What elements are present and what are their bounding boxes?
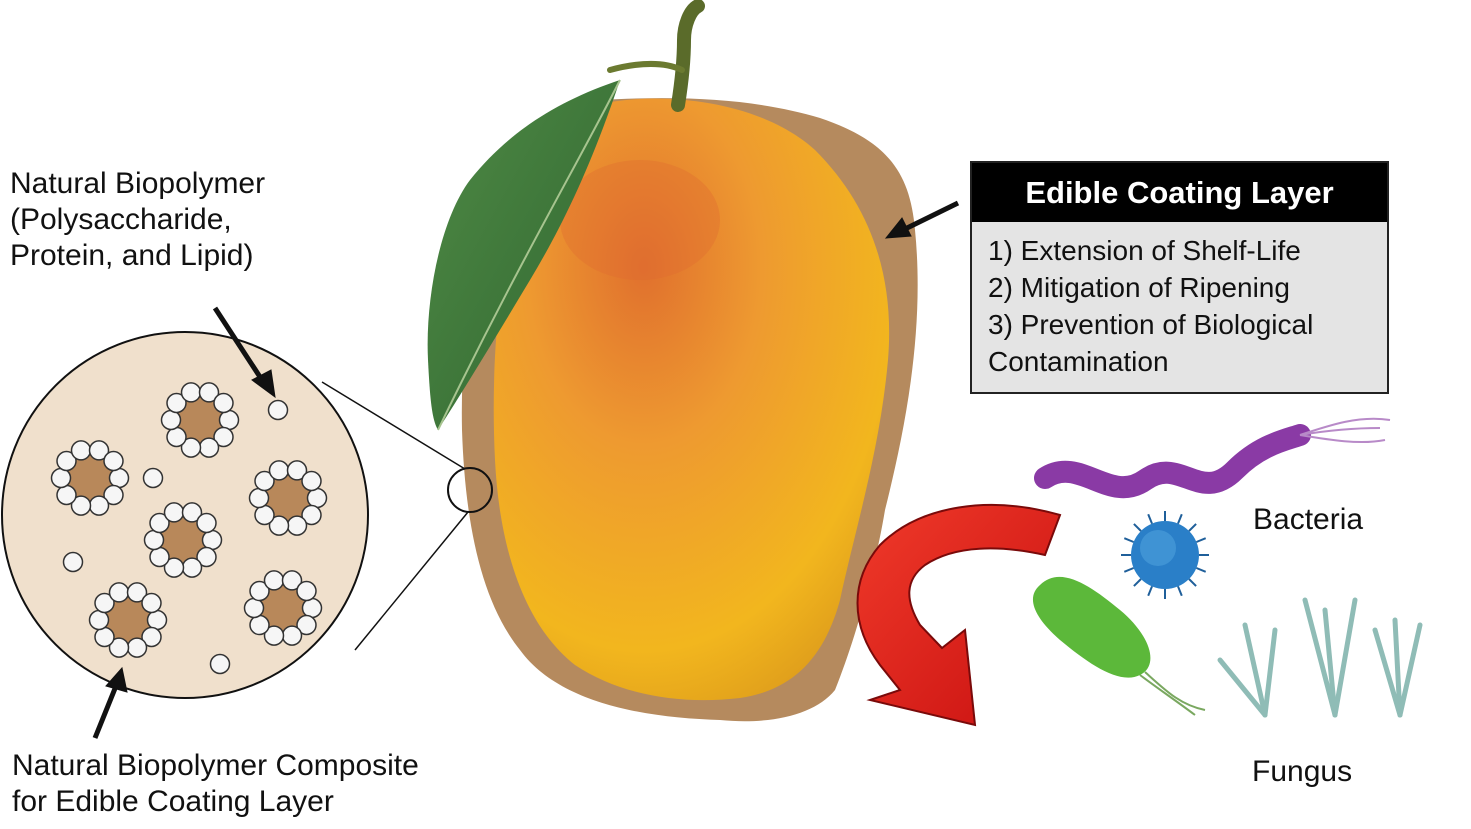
cluster-particle xyxy=(166,426,187,448)
cluster-particle xyxy=(149,546,170,568)
mango-stem xyxy=(671,0,705,112)
cluster-particle xyxy=(143,529,165,551)
coating-benefit-3: 3) Prevention of Biological xyxy=(988,309,1314,340)
cluster-particle xyxy=(181,557,203,578)
cluster-particle xyxy=(249,580,270,602)
cluster-particle xyxy=(301,597,323,619)
cluster-particle xyxy=(196,546,217,568)
cluster-particle xyxy=(281,625,303,646)
cluster-core xyxy=(159,516,207,564)
cluster-particle xyxy=(198,382,220,403)
mango-leaf xyxy=(427,80,620,430)
cluster-particle xyxy=(296,580,317,602)
composite-label-line-1: Natural Biopolymer Composite xyxy=(12,749,419,782)
cluster-core xyxy=(104,596,152,644)
coating-info-box: Edible Coating Layer 1) Extension of She… xyxy=(970,161,1389,394)
cluster-particle xyxy=(149,512,170,534)
bacteria-purple-icon xyxy=(1034,417,1391,498)
cluster-particle xyxy=(88,440,110,461)
cluster-particle xyxy=(243,597,265,619)
cluster-particle xyxy=(281,570,303,591)
cluster-particle xyxy=(249,614,270,636)
cluster-particle xyxy=(88,609,110,631)
cluster-particle xyxy=(301,504,322,526)
pointer-arrows xyxy=(92,200,960,739)
biopolymer-label-line-2: (Polysaccharide, xyxy=(10,203,232,236)
cluster-particle xyxy=(213,426,234,448)
mango-fruit xyxy=(493,98,890,701)
free-particle xyxy=(209,653,231,675)
cluster-particle xyxy=(94,626,115,648)
cluster-particle xyxy=(141,592,162,614)
biopolymer-label: Natural Biopolymer (Polysaccharide, Prot… xyxy=(10,166,265,274)
cluster-particle xyxy=(166,392,187,414)
cluster-core xyxy=(176,396,224,444)
cluster-particle xyxy=(126,637,148,658)
cluster-core xyxy=(259,584,307,632)
cluster-particle xyxy=(126,582,148,603)
biopolymer-label-line-3: Protein, and Lipid) xyxy=(10,239,254,272)
cluster-particle xyxy=(286,515,308,536)
cluster-particle xyxy=(213,392,234,414)
cluster-particle xyxy=(218,409,240,431)
cluster-particle xyxy=(198,437,220,458)
free-particle xyxy=(62,551,84,573)
cluster-particle xyxy=(180,437,202,458)
cluster-particle xyxy=(163,502,185,523)
cluster-particle xyxy=(286,460,308,481)
cluster-particle xyxy=(306,487,328,509)
cluster-particle xyxy=(88,495,110,516)
cluster-particle xyxy=(103,484,124,506)
biopolymer-clusters xyxy=(50,382,328,675)
cluster-particle xyxy=(196,512,217,534)
cluster-particle xyxy=(181,502,203,523)
cluster-particle xyxy=(263,625,285,646)
cluster-particle xyxy=(108,637,130,658)
cluster-particle xyxy=(180,382,202,403)
free-particle xyxy=(142,467,164,489)
coating-benefit-4: Contamination xyxy=(988,346,1169,377)
red-curved-arrow xyxy=(856,504,1062,727)
cluster-particle xyxy=(108,582,130,603)
composite-label: Natural Biopolymer Composite for Edible … xyxy=(12,748,419,820)
cluster-particle xyxy=(94,592,115,614)
bacteria-blue-icon xyxy=(1121,511,1209,599)
cluster-particle xyxy=(141,626,162,648)
biopolymer-label-line-1: Natural Biopolymer xyxy=(10,167,266,200)
cluster-core xyxy=(264,474,312,522)
cluster-particle xyxy=(70,495,92,516)
cluster-particle xyxy=(268,515,290,536)
cluster-particle xyxy=(56,450,77,472)
bacteria-green-icon xyxy=(1032,576,1206,716)
cluster-particle xyxy=(108,467,130,489)
coating-benefit-1: 1) Extension of Shelf-Life xyxy=(988,235,1301,266)
cluster-particle xyxy=(160,409,182,431)
coating-benefits-list: 1) Extension of Shelf-Life 2) Mitigation… xyxy=(972,222,1387,380)
cluster-particle xyxy=(201,529,223,551)
fungus-icon xyxy=(1217,597,1423,718)
cluster-particle xyxy=(254,504,275,526)
bacteria-label: Bacteria xyxy=(1253,503,1364,536)
cluster-particle xyxy=(50,467,72,489)
zoom-circle-small xyxy=(447,467,493,513)
coating-box-title: Edible Coating Layer xyxy=(972,163,1387,222)
cluster-particle xyxy=(296,614,317,636)
cluster-particle xyxy=(248,487,270,509)
cluster-particle xyxy=(163,557,185,578)
cluster-core xyxy=(66,454,114,502)
coating-benefit-2: 2) Mitigation of Ripening xyxy=(988,272,1290,303)
cluster-particle xyxy=(268,460,290,481)
cluster-particle xyxy=(103,450,124,472)
cluster-particle xyxy=(146,609,168,631)
cluster-particle xyxy=(263,570,285,591)
cluster-particle xyxy=(254,470,275,492)
cluster-particle xyxy=(301,470,322,492)
fungus-label: Fungus xyxy=(1252,755,1353,788)
free-particle xyxy=(267,399,289,421)
cluster-particle xyxy=(70,440,92,461)
cluster-particle xyxy=(56,484,77,506)
composite-label-line-2: for Edible Coating Layer xyxy=(12,785,334,818)
